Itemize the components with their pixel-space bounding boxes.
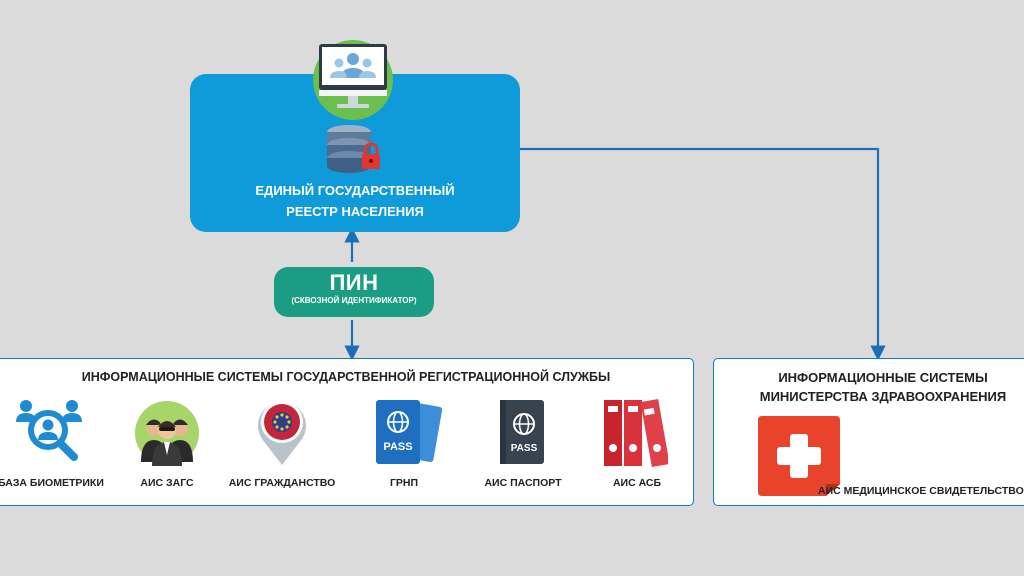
connector-registry-to-health-panel — [520, 147, 886, 361]
database-lock-icon — [327, 125, 380, 173]
pin-label: ПИН — [329, 270, 379, 295]
registry-title-line1: ЕДИНЫЙ ГОСУДАРСТВЕННЫЙ — [255, 183, 455, 198]
registry-title: ЕДИНЫЙ ГОСУДАРСТВЕННЫЙ РЕЕСТР НАСЕЛЕНИЯ — [190, 180, 520, 222]
health-panel-title: ИНФОРМАЦИОННЫЕ СИСТЕМЫ МИНИСТЕРСТВА ЗДРА… — [728, 368, 1024, 406]
gov-panel-title: ИНФОРМАЦИОННЫЕ СИСТЕМЫ ГОСУДАРСТВЕННОЙ Р… — [81, 370, 611, 384]
passport-icon-text: PASS — [511, 443, 538, 454]
family-people-icon[interactable] — [134, 400, 200, 466]
system-label-biometrics: БАЗА БИОМЕТРИКИ — [0, 477, 104, 489]
gov-registration-systems-panel — [0, 358, 694, 506]
biometrics-search-icon[interactable] — [14, 396, 84, 466]
system-label-asb: АИС АСБ — [612, 477, 662, 489]
health-panel-title-line2: МИНИСТЕРСТВА ЗДРАВООХРАНЕНИЯ — [759, 389, 1007, 404]
passports-icon[interactable]: PASS — [374, 398, 444, 468]
citizenship-pin-icon[interactable] — [254, 395, 310, 467]
users-monitor-icon — [319, 44, 387, 108]
passport-icon[interactable]: PASS — [498, 398, 548, 468]
health-panel-title-line1: ИНФОРМАЦИОННЫЕ СИСТЕМЫ — [778, 370, 988, 385]
registry-title-line2: РЕЕСТР НАСЕЛЕНИЯ — [286, 204, 424, 219]
binders-icon[interactable] — [602, 396, 668, 468]
system-label-zags: АИС ЗАГС — [140, 477, 194, 489]
pin-sublabel: (СКВОЗНОЙ ИДЕНТИФИКАТОР) — [291, 296, 417, 305]
passports-icon-text: PASS — [383, 441, 412, 453]
system-label-passport: АИС ПАСПОРТ — [484, 477, 562, 489]
system-label-medical-certificate: АИС МЕДИЦИНСКОЕ СВИДЕТЕЛЬСТВО — [818, 485, 1024, 497]
system-label-citizenship: АИС ГРАЖДАНСТВО — [228, 477, 336, 489]
pin-identifier-badge[interactable]: ПИН (СКВОЗНОЙ ИДЕНТИФИКАТОР) — [274, 267, 434, 317]
system-label-grnp: ГРНП — [389, 477, 419, 489]
medical-cross-icon[interactable] — [756, 414, 842, 498]
